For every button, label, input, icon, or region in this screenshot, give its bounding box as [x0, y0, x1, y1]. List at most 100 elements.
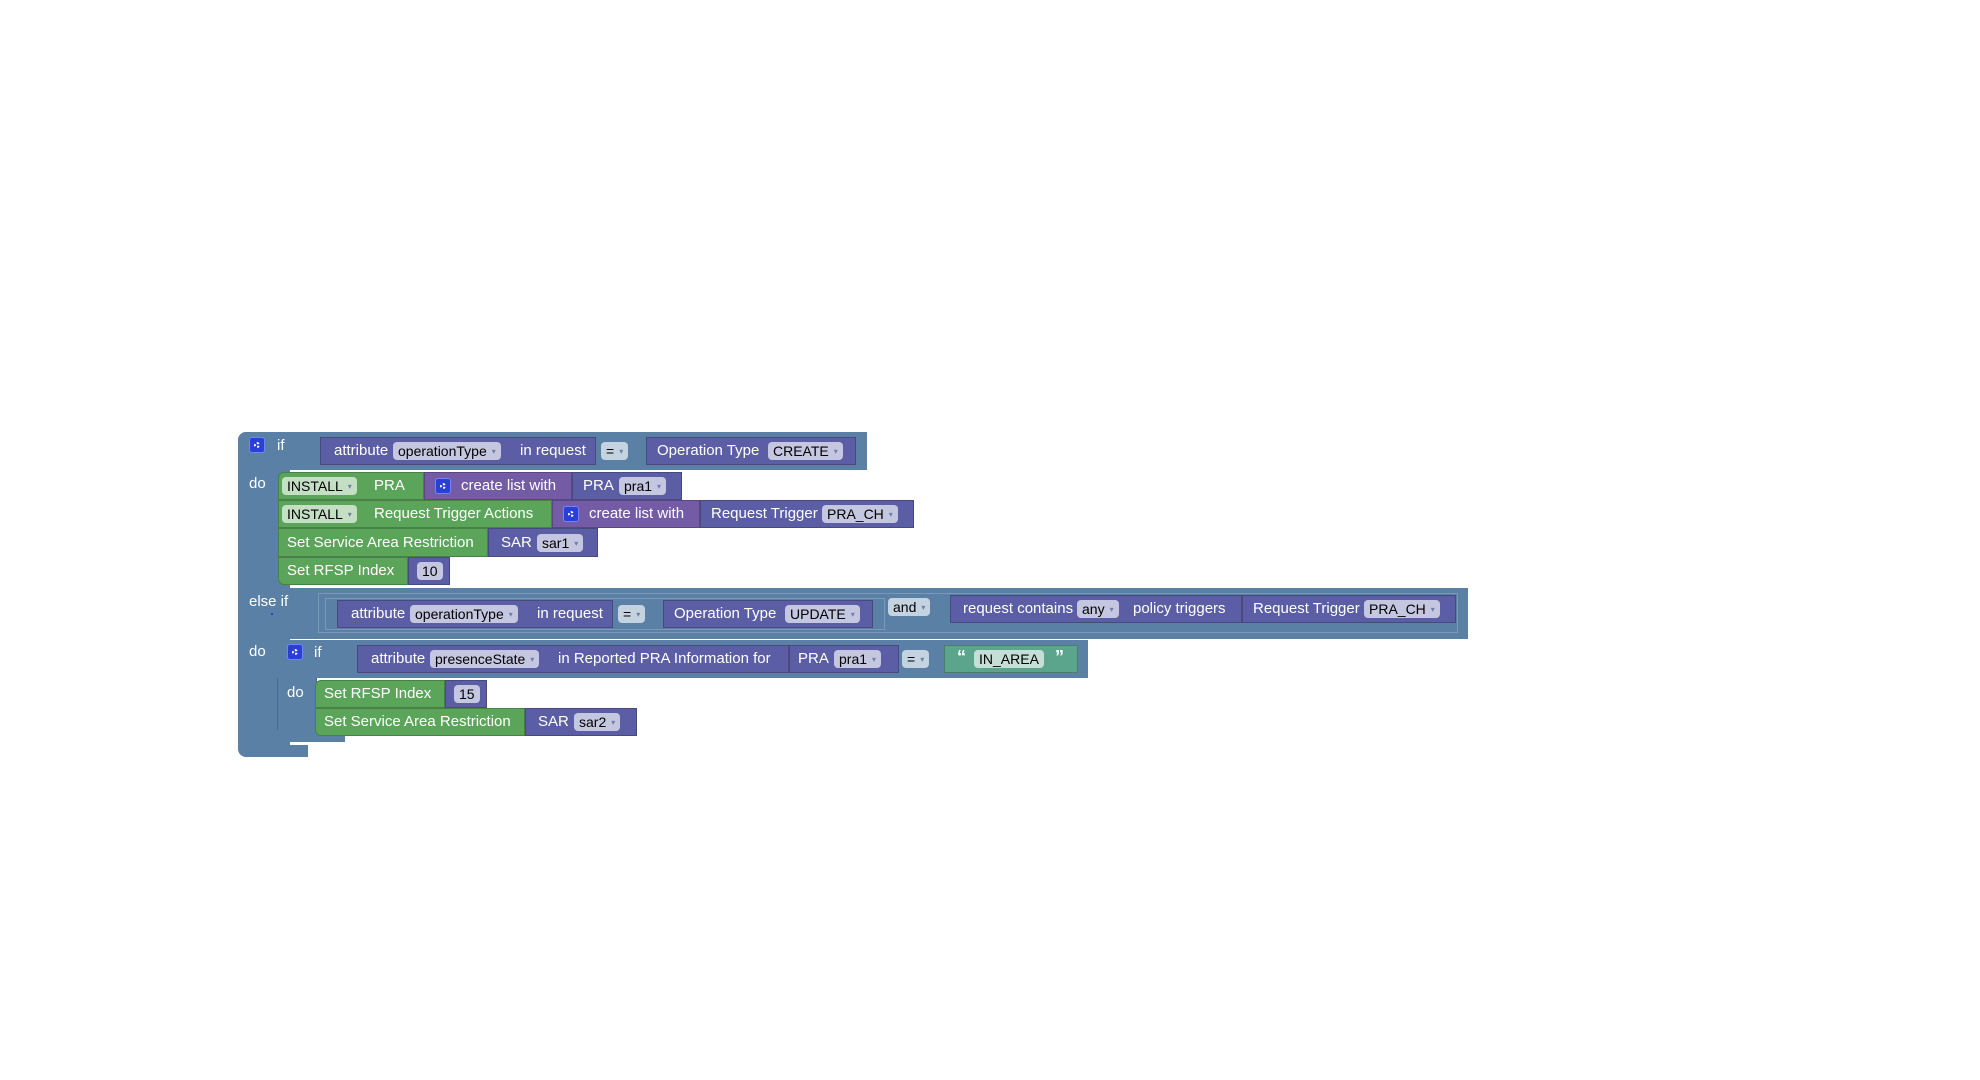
operation-type-dropdown[interactable]: UPDATE▾: [785, 605, 860, 623]
install-action-value: INSTALL: [287, 506, 343, 522]
attribute-in-request-block[interactable]: attribute operationType▾ in request: [320, 437, 596, 465]
logic-operator-value: and: [893, 599, 917, 615]
dropdown-arrow-icon: ▾: [347, 482, 352, 492]
operator-value: =: [907, 651, 916, 667]
number-field[interactable]: 15: [454, 685, 480, 703]
dropdown-arrow-icon: ▾: [833, 447, 838, 457]
create-list-label: create list with: [589, 505, 685, 522]
elseif-dot: [271, 613, 273, 615]
if-block-bottom: [238, 745, 308, 757]
attribute-value: operationType: [415, 606, 504, 622]
operator-dropdown[interactable]: =▾: [601, 442, 629, 460]
request-trigger-block[interactable]: Request Trigger PRA_CH ▾: [700, 500, 914, 528]
operation-type-label: Operation Type: [657, 442, 760, 459]
request-contains-block[interactable]: request contains any▾ policy triggers: [950, 595, 1242, 623]
mutator-gear-icon[interactable]: [287, 644, 303, 660]
set-sar-block[interactable]: Set Service Area Restriction: [315, 708, 525, 736]
pra-dropdown[interactable]: pra1▾: [834, 650, 882, 668]
policy-triggers-label: policy triggers: [1133, 600, 1226, 617]
request-trigger-value: PRA_CH: [827, 506, 884, 522]
mutator-gear-icon[interactable]: [249, 437, 265, 453]
sar-block[interactable]: SAR sar1▾: [488, 528, 598, 557]
number-field[interactable]: 10: [417, 562, 443, 580]
text-block[interactable]: “ IN_AREA ”: [944, 645, 1078, 673]
do2-label: do: [249, 643, 266, 660]
create-list-label: create list with: [461, 477, 557, 494]
operator-value: =: [623, 606, 632, 622]
mutator-gear-icon[interactable]: [563, 506, 579, 522]
sar-dropdown[interactable]: sar2 ▾: [574, 713, 621, 731]
create-list-block[interactable]: create list with: [424, 472, 572, 500]
operation-type-value: UPDATE: [790, 606, 846, 622]
request-trigger-dropdown[interactable]: PRA_CH▾: [1364, 600, 1440, 618]
install-target-label: Request Trigger Actions: [374, 505, 534, 522]
dropdown-arrow-icon: ▾: [1430, 605, 1435, 615]
set-sar-label: Set Service Area Restriction: [324, 713, 511, 730]
operation-type-block[interactable]: Operation Type CREATE ▾: [646, 437, 856, 465]
sar-label: SAR: [501, 534, 532, 551]
install-pra-block[interactable]: INSTALL ▾ PRA: [278, 472, 424, 500]
operation-type-dropdown[interactable]: CREATE ▾: [768, 442, 843, 460]
pra-block[interactable]: PRA pra1▾: [572, 472, 682, 500]
attribute-dropdown[interactable]: presenceState▾: [430, 650, 540, 668]
dropdown-arrow-icon: ▾: [530, 655, 535, 665]
contains-mode-dropdown[interactable]: any▾: [1077, 600, 1119, 618]
set-rfsp-block[interactable]: Set RFSP Index: [315, 680, 445, 708]
operation-type-value: CREATE: [773, 443, 829, 459]
reported-pra-label: in Reported PRA Information for: [558, 650, 771, 667]
request-trigger-label: Request Trigger: [1253, 600, 1360, 617]
dropdown-arrow-icon: ▾: [872, 655, 877, 665]
attribute-reported-pra-block[interactable]: attribute presenceState▾ in Reported PRA…: [357, 645, 789, 673]
dropdown-arrow-icon: ▾: [921, 603, 926, 613]
dropdown-arrow-icon: ▾: [574, 539, 579, 549]
attribute-label: attribute: [351, 605, 406, 622]
install-action-dropdown[interactable]: INSTALL▾: [282, 505, 357, 523]
inner-if-label: if: [314, 644, 322, 661]
attribute-label: attribute: [371, 650, 426, 667]
operation-type-block[interactable]: Operation Type UPDATE▾: [663, 600, 873, 628]
set-rfsp-label: Set RFSP Index: [324, 685, 432, 702]
pra-block[interactable]: PRA pra1▾: [789, 645, 899, 673]
request-contains-label: request contains: [963, 600, 1074, 617]
request-trigger-dropdown[interactable]: PRA_CH ▾: [822, 505, 898, 523]
create-list-block[interactable]: create list with: [552, 500, 700, 528]
attribute-dropdown[interactable]: operationType▾: [393, 442, 501, 460]
mutator-gear-icon[interactable]: [435, 478, 451, 494]
operator-dropdown[interactable]: =▾: [618, 605, 646, 623]
sar-dropdown[interactable]: sar1▾: [537, 534, 584, 552]
sar-block[interactable]: SAR sar2 ▾: [525, 708, 637, 736]
set-sar-label: Set Service Area Restriction: [287, 534, 474, 551]
close-quote-icon: ”: [1055, 647, 1064, 667]
operator-dropdown[interactable]: =▾: [902, 650, 930, 668]
pra-label: PRA: [798, 650, 829, 667]
open-quote-icon: “: [957, 647, 966, 667]
dropdown-arrow-icon: ▾: [619, 447, 624, 457]
in-request-label: in request: [520, 442, 586, 459]
sar-value: sar2: [579, 714, 607, 730]
elseif-label: else if: [249, 593, 289, 610]
dropdown-arrow-icon: ▾: [611, 718, 616, 728]
request-trigger-label: Request Trigger: [711, 505, 818, 522]
sar-label: SAR: [538, 713, 569, 730]
pra-value: pra1: [624, 478, 653, 494]
dropdown-arrow-icon: ▾: [491, 447, 496, 457]
logic-operator-dropdown[interactable]: and ▾: [888, 598, 931, 616]
attribute-dropdown[interactable]: operationType ▾: [410, 605, 518, 623]
install-action-dropdown[interactable]: INSTALL ▾: [282, 477, 357, 495]
install-request-trigger-block[interactable]: INSTALL▾ Request Trigger Actions: [278, 500, 552, 528]
text-field[interactable]: IN_AREA: [974, 650, 1044, 668]
number-block[interactable]: 10: [408, 557, 450, 585]
install-target-label: PRA: [374, 477, 405, 494]
operation-type-label: Operation Type: [674, 605, 777, 622]
attribute-in-request-block[interactable]: attribute operationType▾ in request: [337, 600, 613, 628]
pra-dropdown[interactable]: pra1▾: [619, 477, 667, 495]
set-sar-block[interactable]: Set Service Area Restriction: [278, 528, 488, 557]
dropdown-arrow-icon: ▾: [888, 510, 893, 520]
install-action-value: INSTALL: [287, 478, 343, 494]
operator-value: =: [606, 443, 615, 459]
dropdown-arrow-icon: ▾: [508, 610, 513, 620]
attribute-label: attribute: [334, 442, 389, 459]
number-block[interactable]: 15: [445, 680, 487, 708]
set-rfsp-block[interactable]: Set RFSP Index: [278, 557, 408, 585]
